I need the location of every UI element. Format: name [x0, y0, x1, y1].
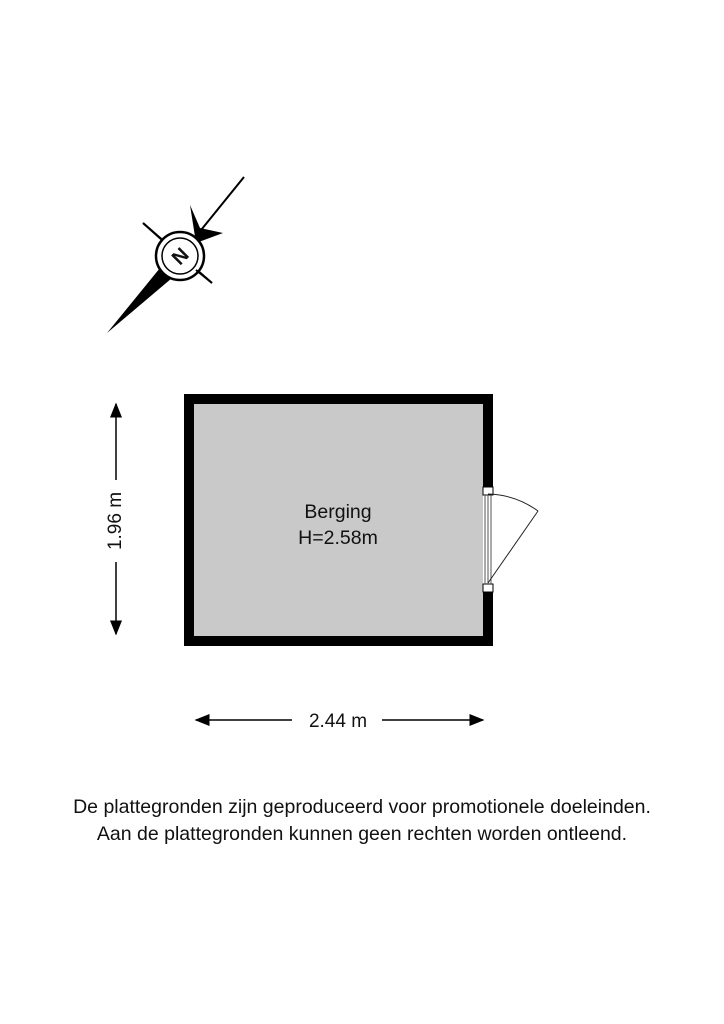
door-swing-arc [487, 493, 539, 512]
disclaimer-line-1: De plattegronden zijn geproduceerd voor … [73, 796, 651, 818]
room-berging: Berging H=2.58m [184, 394, 539, 646]
dimension-vertical-label: 1.96 m [105, 492, 126, 550]
door-leaf [487, 510, 539, 584]
disclaimer-line-2: Aan de plattegronden kunnen geen rechten… [96, 823, 628, 845]
dimension-horizontal-label: 2.44 m [309, 711, 367, 732]
room-walls [184, 394, 493, 646]
dimension-horizontal: 2.44 m [194, 711, 485, 732]
room-height: H=2.58m [298, 527, 378, 549]
dimension-vertical: 1.96 m [105, 402, 126, 636]
north-arrow-icon: N [107, 176, 245, 333]
room-name: Berging [304, 501, 371, 523]
